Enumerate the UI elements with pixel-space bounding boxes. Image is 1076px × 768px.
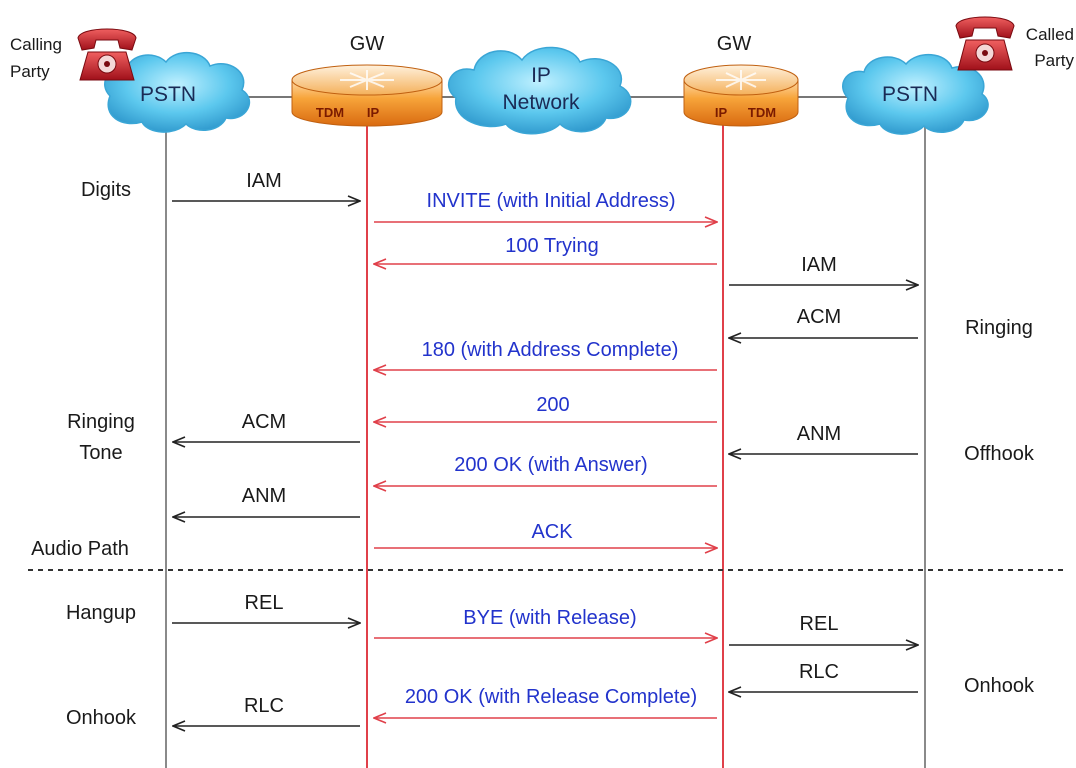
- message-label: REL: [245, 592, 284, 614]
- ip-network-label-line1: IP: [531, 64, 551, 87]
- message-iam-1: IAM: [172, 170, 360, 201]
- gw-left-title: GW: [350, 33, 385, 55]
- message-acm-1: ACM: [729, 306, 918, 338]
- ip-network-cloud: IP Network: [447, 46, 632, 135]
- message-label: INVITE (with Initial Address): [427, 190, 676, 212]
- calling-party-line2: Party: [10, 62, 50, 81]
- calling-phone: Calling Party: [10, 28, 137, 81]
- message-label: IAM: [246, 170, 282, 192]
- pstn-left-cloud: PSTN: [104, 52, 251, 133]
- message-label: 200 OK (with Release Complete): [405, 686, 697, 708]
- pstn-left-label: PSTN: [140, 83, 196, 106]
- gw-right-title: GW: [717, 33, 752, 55]
- message-label: IAM: [801, 254, 837, 276]
- message-label: ACM: [797, 306, 841, 328]
- message-label: ACM: [242, 411, 286, 433]
- calling-party-line1: Calling: [10, 35, 62, 54]
- message-label: 200: [536, 394, 569, 416]
- message-rlc-2: RLC: [173, 695, 360, 726]
- gateway-right: GW IP TDM: [683, 33, 799, 127]
- gateway-left: GW TDM IP: [291, 33, 443, 127]
- label-onhook-right: Onhook: [964, 675, 1035, 697]
- message-200: 200: [374, 394, 717, 422]
- message-ack: ACK: [374, 521, 717, 548]
- message-label: REL: [800, 613, 839, 635]
- label-audio-path: Audio Path: [31, 538, 129, 560]
- red-telephone-icon: [955, 16, 1015, 71]
- gw-right-port-ip: IP: [715, 105, 728, 120]
- message-label: 100 Trying: [505, 235, 598, 257]
- message-rel-2: REL: [729, 613, 918, 645]
- message-anm-2: ANM: [173, 485, 360, 517]
- message-anm-1: ANM: [729, 423, 918, 454]
- red-telephone-icon: [77, 28, 137, 81]
- message-bye: BYE (with Release): [374, 607, 717, 638]
- ip-network-label-line2: Network: [502, 91, 580, 114]
- called-party-line1: Called: [1026, 25, 1074, 44]
- pstn-right-label: PSTN: [882, 83, 938, 106]
- label-ringing-tone-line2: Tone: [79, 442, 122, 464]
- message-rlc-1: RLC: [729, 661, 918, 692]
- message-100-trying: 100 Trying: [374, 235, 717, 264]
- called-phone: Called Party: [955, 16, 1074, 71]
- message-label: ANM: [242, 485, 286, 507]
- message-180: 180 (with Address Complete): [374, 339, 717, 370]
- message-200-ok-answer: 200 OK (with Answer): [374, 454, 717, 486]
- label-offhook: Offhook: [964, 443, 1035, 465]
- message-200-ok-release: 200 OK (with Release Complete): [374, 686, 717, 718]
- label-digits: Digits: [81, 179, 131, 201]
- message-iam-2: IAM: [729, 254, 918, 285]
- message-label: BYE (with Release): [463, 607, 636, 629]
- message-label: ACK: [531, 521, 573, 543]
- label-ringing: Ringing: [965, 317, 1033, 339]
- pstn-right-cloud: PSTN: [842, 54, 989, 135]
- label-onhook-left: Onhook: [66, 707, 137, 729]
- gw-left-port-ip: IP: [367, 105, 380, 120]
- gw-left-port-tdm: TDM: [316, 105, 344, 120]
- message-label: ANM: [797, 423, 841, 445]
- message-label: 200 OK (with Answer): [454, 454, 647, 476]
- message-invite: INVITE (with Initial Address): [374, 190, 717, 222]
- label-hangup: Hangup: [66, 602, 136, 624]
- message-label: RLC: [244, 695, 284, 717]
- message-rel-1: REL: [172, 592, 360, 623]
- message-acm-2: ACM: [173, 411, 360, 442]
- label-ringing-tone-line1: Ringing: [67, 411, 135, 433]
- called-party-line2: Party: [1034, 51, 1074, 70]
- message-label: RLC: [799, 661, 839, 683]
- message-label: 180 (with Address Complete): [422, 339, 679, 361]
- router-gateway-icon: [683, 64, 799, 127]
- gw-right-port-tdm: TDM: [748, 105, 776, 120]
- router-gateway-icon: [291, 64, 443, 127]
